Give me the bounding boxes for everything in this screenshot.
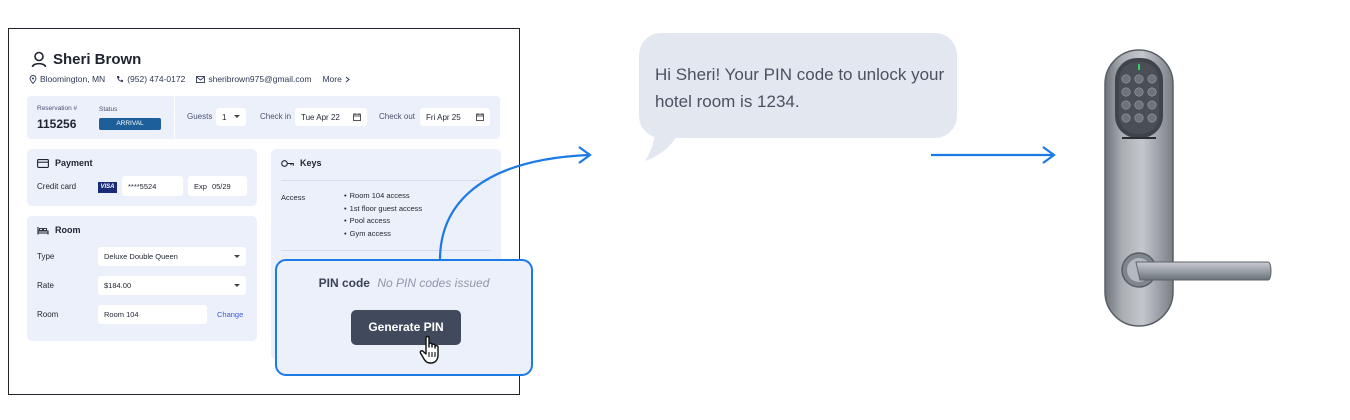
sms-bubble: Hi Sheri! Your PIN code to unlock your h…: [639, 33, 957, 138]
change-room-link[interactable]: Change: [217, 310, 244, 319]
bed-icon: [37, 226, 49, 234]
chevron-down-icon: [234, 115, 240, 118]
checkin-date-field[interactable]: Tue Apr 22: [295, 108, 367, 126]
divider: [281, 250, 491, 251]
guest-header: Sheri Brown: [31, 51, 141, 68]
expiry-value: 05/29: [211, 181, 231, 191]
room-number-value: Room 104: [104, 310, 139, 319]
expiry-field[interactable]: Exp 05/29: [188, 176, 247, 196]
chevron-down-icon: [234, 283, 240, 287]
room-label: Room: [37, 310, 59, 319]
room-type-value: Deluxe Double Queen: [104, 252, 178, 261]
arrow-icon: [931, 146, 1056, 164]
checkin-value: Tue Apr 22: [301, 112, 340, 122]
contact-row: Bloomington, MN (952) 474-0172 sheribrow…: [29, 74, 350, 84]
credit-card-icon: [37, 158, 49, 168]
rate-select[interactable]: $184.00: [98, 276, 246, 295]
email[interactable]: sheribrown975@gmail.com: [196, 74, 311, 84]
guests-value: 1: [222, 112, 227, 122]
generate-pin-button[interactable]: Generate PIN: [351, 310, 461, 345]
keys-title: Keys: [281, 158, 322, 168]
type-label: Type: [37, 252, 55, 261]
pin-code-callout: PIN code No PIN codes issued Generate PI…: [275, 259, 533, 376]
room-title-text: Room: [55, 225, 81, 235]
sms-message: Hi Sheri! Your PIN code to unlock your h…: [655, 65, 945, 111]
access-item: Room 104 access: [344, 190, 422, 203]
room-number-field[interactable]: Room 104: [98, 305, 207, 324]
guest-name: Sheri Brown: [53, 51, 142, 68]
arrow-icon: [438, 146, 592, 261]
key-icon: [281, 159, 294, 167]
checkout-date-field[interactable]: Fri Apr 25: [420, 108, 490, 126]
divider: [281, 180, 491, 181]
guests-label: Guests: [187, 112, 213, 121]
access-item: Pool access: [344, 215, 422, 228]
payment-title: Payment: [37, 158, 93, 168]
card-number-value: ****5524: [128, 181, 157, 191]
calendar-icon: [353, 113, 361, 121]
mail-icon: [196, 75, 206, 83]
phone[interactable]: (952) 474-0172: [116, 74, 185, 84]
guest-reservation-panel: Sheri Brown Bloomington, MN (952) 474-01…: [8, 28, 520, 395]
chevron-down-icon: [234, 254, 240, 258]
door-lock-icon: [1104, 49, 1272, 327]
checkout-value: Fri Apr 25: [426, 112, 461, 122]
calendar-icon: [476, 113, 484, 121]
access-list: Room 104 access 1st floor guest access P…: [344, 190, 423, 241]
location-text: Bloomington, MN: [40, 74, 106, 84]
payment-title-text: Payment: [55, 158, 93, 168]
rate-label: Rate: [37, 281, 54, 290]
more-label: More: [322, 74, 342, 84]
room-card: Room Type Deluxe Double Queen Room Rate …: [27, 216, 257, 341]
email-text: sheribrown975@gmail.com: [208, 74, 312, 84]
phone-text: (952) 474-0172: [127, 74, 186, 84]
access-item: Gym access: [344, 228, 422, 241]
chevron-right-icon: [345, 76, 350, 82]
hand-cursor-icon: [419, 335, 439, 364]
divider: [174, 96, 175, 139]
pin-code-status: No PIN codes issued: [377, 276, 490, 290]
rate-value: $184.00: [104, 281, 132, 290]
checkout-label: Check out: [379, 112, 416, 121]
reservation-number-label: Reservation #: [37, 105, 78, 112]
location-pin-icon: [29, 74, 37, 84]
guests-select[interactable]: 1: [216, 108, 246, 126]
status-label: Status: [99, 106, 118, 113]
reservation-number: 115256: [37, 117, 77, 131]
status-badge: ARRIVAL: [99, 118, 161, 130]
pin-code-row: PIN code No PIN codes issued: [277, 276, 531, 290]
credit-card-label: Credit card: [37, 182, 77, 191]
phone-icon: [117, 76, 124, 82]
access-item: 1st floor guest access: [344, 203, 423, 216]
checkin-label: Check in: [260, 112, 292, 121]
pin-code-label: PIN code: [318, 276, 370, 290]
expiry-label: Exp: [194, 181, 207, 191]
access-label: Access: [281, 193, 306, 202]
keys-title-text: Keys: [300, 158, 322, 168]
reservation-bar: Reservation # 115256 Status ARRIVAL Gues…: [27, 96, 500, 139]
visa-logo: VISA: [98, 182, 117, 193]
more-link[interactable]: More: [322, 74, 350, 84]
payment-card: Payment Credit card VISA ****5524 Exp 05…: [27, 149, 257, 206]
room-type-select[interactable]: Deluxe Double Queen: [98, 247, 246, 266]
room-title: Room: [37, 225, 81, 235]
user-icon: [31, 51, 47, 68]
card-number-field[interactable]: ****5524: [122, 176, 183, 196]
location: Bloomington, MN: [29, 74, 105, 84]
